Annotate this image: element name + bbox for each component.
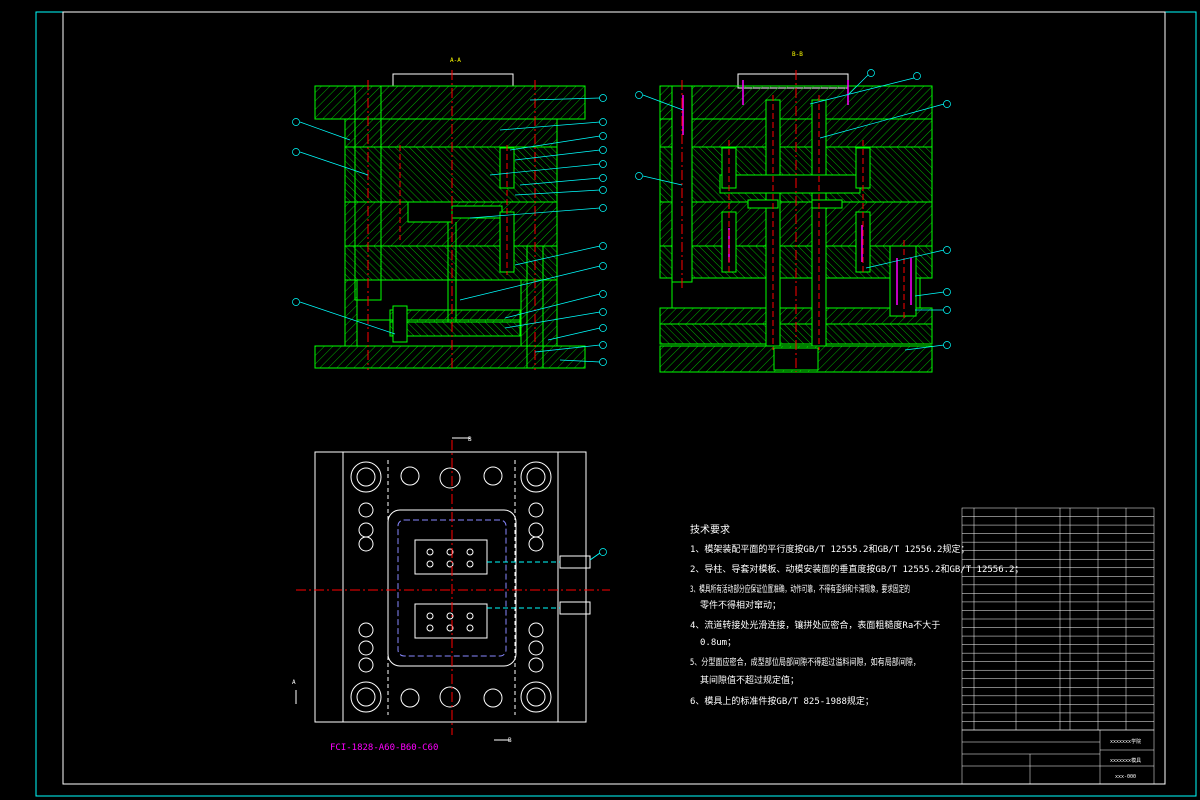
cavity-lower (414, 603, 488, 639)
plan-outer-plate (314, 451, 587, 723)
note-line-7: 5、分型面应密合，成型部位局部间隙不得超过溢料间隙，如有局部间隙， (690, 656, 920, 668)
plan-section-marker-a: A (292, 679, 296, 686)
title-block (961, 729, 1155, 785)
sprue-top-plate (392, 73, 514, 87)
model-code: FCI-1828-A60-B60-C60 (330, 743, 438, 753)
ejector-retainer (389, 321, 521, 337)
note-line-3: 3、模具所有活动部分应保证位置准确，动作可靠，不得有歪斜和卡滞现象，要求固定的 (690, 583, 910, 595)
cavity-upper (414, 539, 488, 575)
note-line-4: 零件不得相对窜动； (700, 599, 781, 611)
drawing-number: xxx-000 (1115, 774, 1136, 780)
top-clamp-plate (314, 85, 586, 120)
outer-border (35, 11, 1197, 797)
a-plate (344, 118, 558, 148)
note-line-9: 6、模具上的标准件按GB/T 825-1988规定； (690, 695, 874, 707)
note-line-6: 0.8um； (700, 638, 736, 648)
note-line-8: 其间隙值不超过规定值； (700, 674, 799, 686)
ejector-plate (389, 309, 521, 323)
company-name: xxxxxxx学院 (1110, 738, 1141, 745)
plan-section-marker-bottom: B (508, 737, 512, 744)
technical-notes: 技术要求 1、模架装配平面的平行度按GB/T 12555.2和GB/T 1255… (690, 523, 1023, 707)
note-line-2: 2、导柱、导套对模板、动模安装面的垂直度按GB/T 12555.2和GB/T 1… (690, 563, 1023, 575)
parts-list-table (961, 507, 1155, 731)
bottom-clamp-plate (314, 345, 586, 369)
plan-a-plate (342, 451, 559, 723)
section-a-a-view: A-A (292, 57, 607, 370)
plan-section-marker-top: B (468, 436, 472, 443)
note-line-5: 4、流道转接处光滑连接，镶拼处应密合，表面粗糙度Ra不大于 (690, 619, 940, 631)
note-line-1: 1、模架装配平面的平行度按GB/T 12555.2和GB/T 12556.2规定… (690, 543, 969, 555)
section-a-label: A-A (450, 57, 461, 64)
plan-view: B B A FCI-1828-A60-B60-C60 (292, 436, 610, 753)
right-spacer-block (520, 279, 558, 347)
inner-border (62, 11, 1166, 785)
support-region (344, 245, 558, 281)
cavity-plate (344, 146, 558, 203)
section-b-b-view: B-B (635, 51, 951, 373)
drawing-name: xxxxxxx模具 (1110, 757, 1141, 764)
section-b-label: B-B (792, 51, 803, 58)
notes-title: 技术要求 (690, 523, 730, 536)
